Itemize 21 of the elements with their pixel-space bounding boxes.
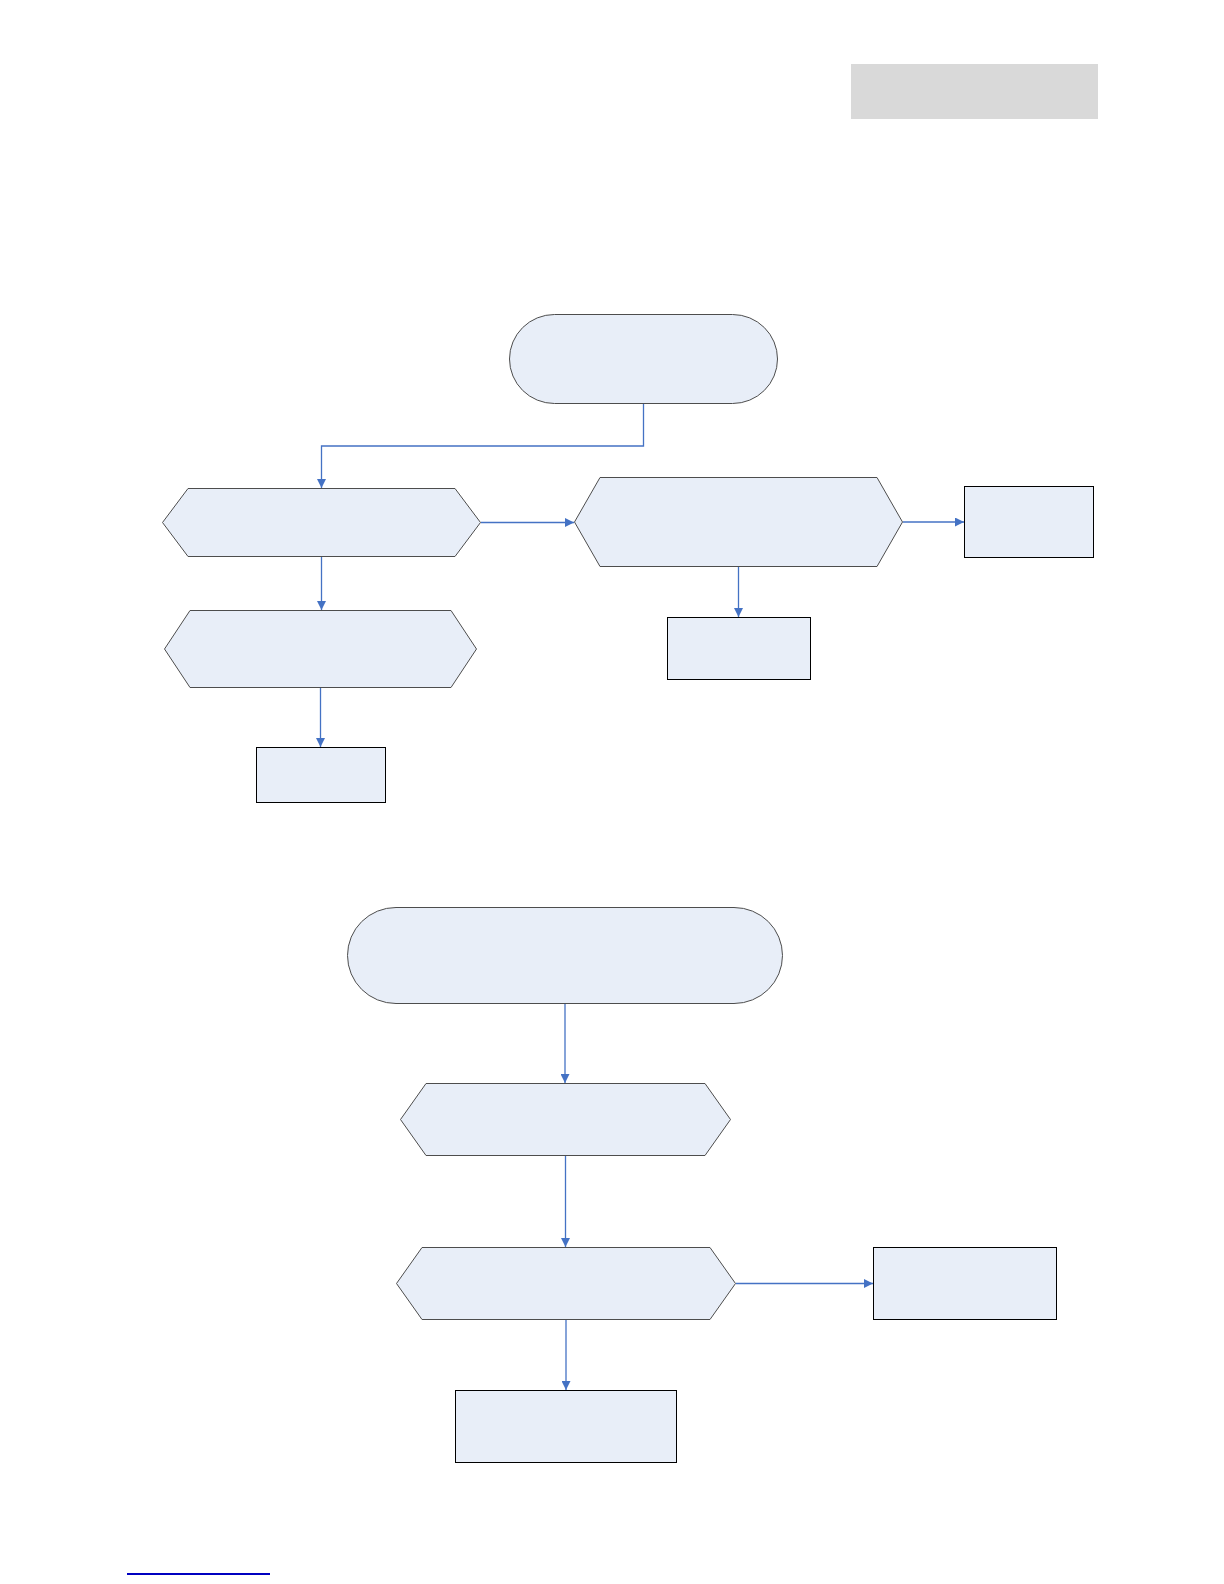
hexagon-shape [574,477,903,567]
hexagon-shape [162,488,481,557]
arrow [316,687,325,748]
arrow [734,566,743,618]
process-box [667,617,811,680]
process-box [455,1390,677,1463]
arrow [902,517,965,527]
process-box [964,486,1094,558]
process-box [873,1247,1057,1320]
arrow [317,556,326,611]
arrow [561,1319,571,1391]
process-box [256,747,386,803]
hexagon-shape [396,1247,736,1320]
hexagon-shape [400,1083,731,1156]
header-banner [851,64,1098,119]
arrow [480,518,575,527]
arrow [317,403,645,489]
hexagon-shape [164,610,477,688]
arrow [560,1003,570,1084]
arrow [561,1155,570,1248]
arrow [735,1279,874,1288]
